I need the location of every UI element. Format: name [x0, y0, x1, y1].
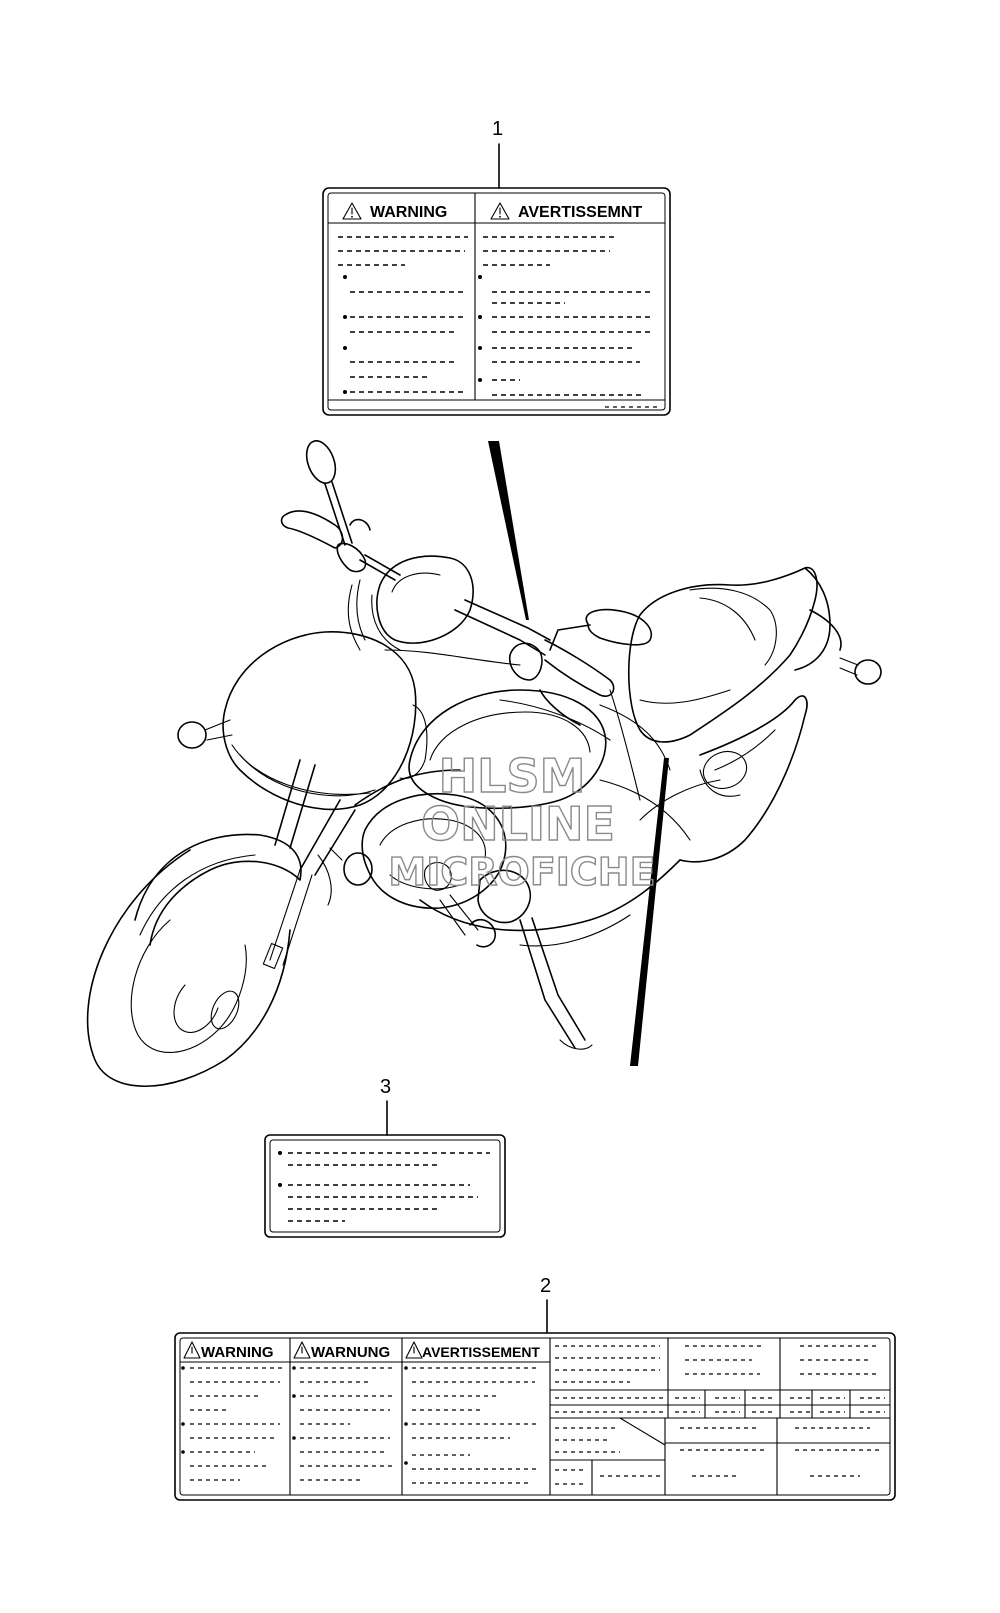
label2-avertissement-heading: AVERTISSEMENT	[422, 1344, 540, 1360]
callout-number-3: 3	[380, 1076, 391, 1098]
label1-placeholder-text	[338, 236, 660, 408]
warning-label-2[interactable]: WARNING WARNUNG AVERTISSEMENT	[174, 1332, 896, 1501]
watermark-line1: HLSM	[439, 749, 586, 803]
callout-number-2: 2	[540, 1275, 551, 1297]
watermark-line3: MICROFICHE	[388, 850, 655, 894]
callout-3[interactable]: 3	[380, 1076, 391, 1136]
label3-placeholder-text	[278, 1151, 490, 1222]
watermark: HLSM ONLINE MICROFICHE	[388, 748, 657, 894]
callout-number-1: 1	[492, 118, 503, 140]
warning-triangle-icon	[342, 202, 362, 220]
label2-warnung-heading: WARNUNG	[311, 1344, 390, 1361]
caution-label-3[interactable]	[264, 1134, 506, 1238]
label2-placeholder-text	[181, 1366, 540, 1484]
warning-label-1[interactable]: WARNING AVERTISSEMNT	[322, 187, 671, 416]
label1-warning-heading: WARNING	[370, 204, 447, 221]
label2-spec-table	[549, 1337, 891, 1496]
warning-triangle-icon	[293, 1341, 311, 1359]
watermark-line2: ONLINE	[421, 797, 615, 851]
callout-2[interactable]: 2	[540, 1275, 551, 1334]
label1-avertissement-heading: AVERTISSEMNT	[518, 204, 642, 221]
warning-triangle-icon	[490, 202, 510, 220]
warning-triangle-icon	[183, 1341, 201, 1359]
callout-1[interactable]: 1	[492, 118, 503, 189]
motorcycle-illustration	[86, 440, 882, 1087]
warning-triangle-icon	[405, 1341, 423, 1359]
pointer-wedges	[488, 441, 669, 1066]
label2-warning-heading: WARNING	[201, 1344, 274, 1361]
